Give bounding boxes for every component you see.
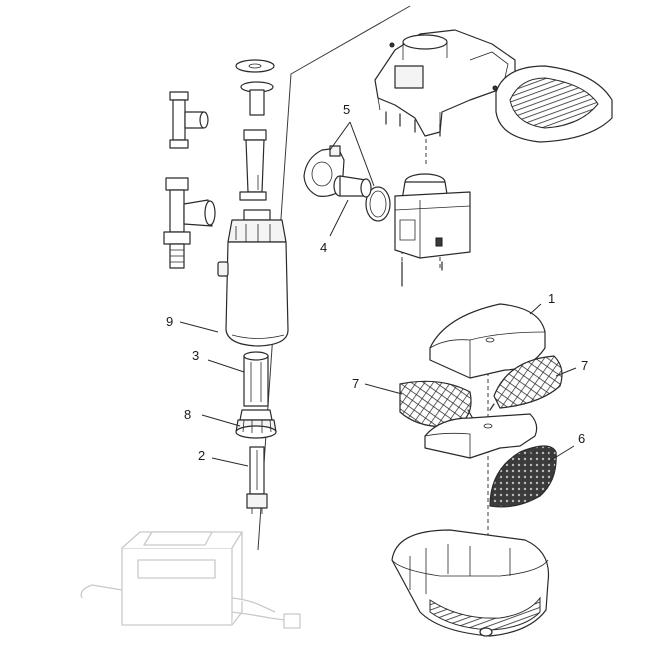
- t-connector-small-icon: [169, 91, 209, 149]
- callout-7-left: 7: [352, 376, 359, 391]
- intake-grate-icon: [495, 65, 613, 143]
- sleeve-holder-icon: [235, 409, 277, 439]
- uv-clarifier-housing-icon: [217, 209, 289, 347]
- quartz-sleeve-icon: [243, 351, 269, 407]
- o-ring-icon: [365, 186, 391, 222]
- callout-7-right: 7: [581, 358, 588, 373]
- filter-net-right-icon: [489, 355, 563, 411]
- callout-3: 3: [192, 348, 199, 363]
- callout-labels: 1 2 3 4 5 6 7 7 8 9: [166, 102, 588, 463]
- callout-leaders: [179, 121, 577, 467]
- uv-lamp-icon: [246, 446, 268, 514]
- coarse-foam-icon: [489, 445, 557, 508]
- screws-icon: [385, 111, 443, 287]
- nozzle-stack-icon: [235, 59, 275, 201]
- filter-net-left-icon: [399, 380, 477, 428]
- transformer-icon: [80, 531, 301, 629]
- filter-separator-icon: [424, 413, 538, 459]
- callout-2: 2: [198, 448, 205, 463]
- callout-4: 4: [320, 240, 327, 255]
- callout-9: 9: [166, 314, 173, 329]
- callout-1: 1: [548, 291, 555, 306]
- callout-6: 6: [578, 431, 585, 446]
- callout-8: 8: [184, 407, 191, 422]
- callout-5: 5: [343, 102, 350, 117]
- filter-base-icon: [391, 529, 550, 637]
- pump-cover-icon: [374, 29, 516, 137]
- impeller-icon: [333, 175, 372, 198]
- t-connector-large-icon: [163, 177, 216, 269]
- pump-motor-icon: [394, 173, 471, 259]
